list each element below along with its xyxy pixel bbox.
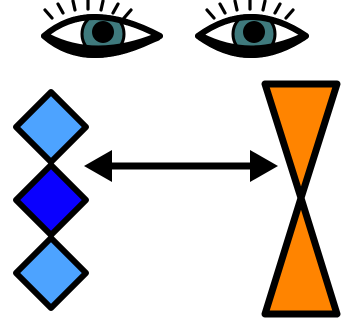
hourglass-top-triangle [265, 84, 337, 198]
left-eye-icon [44, 0, 160, 55]
diamond-bottom [16, 238, 86, 308]
hourglass-shape [265, 84, 337, 314]
diamond-top [16, 92, 86, 162]
right-eye-icon [198, 0, 306, 55]
double-arrow-icon [84, 150, 278, 182]
diamond-middle [16, 165, 86, 235]
diamond-stack [16, 92, 86, 308]
hourglass-bottom-triangle [265, 198, 337, 314]
